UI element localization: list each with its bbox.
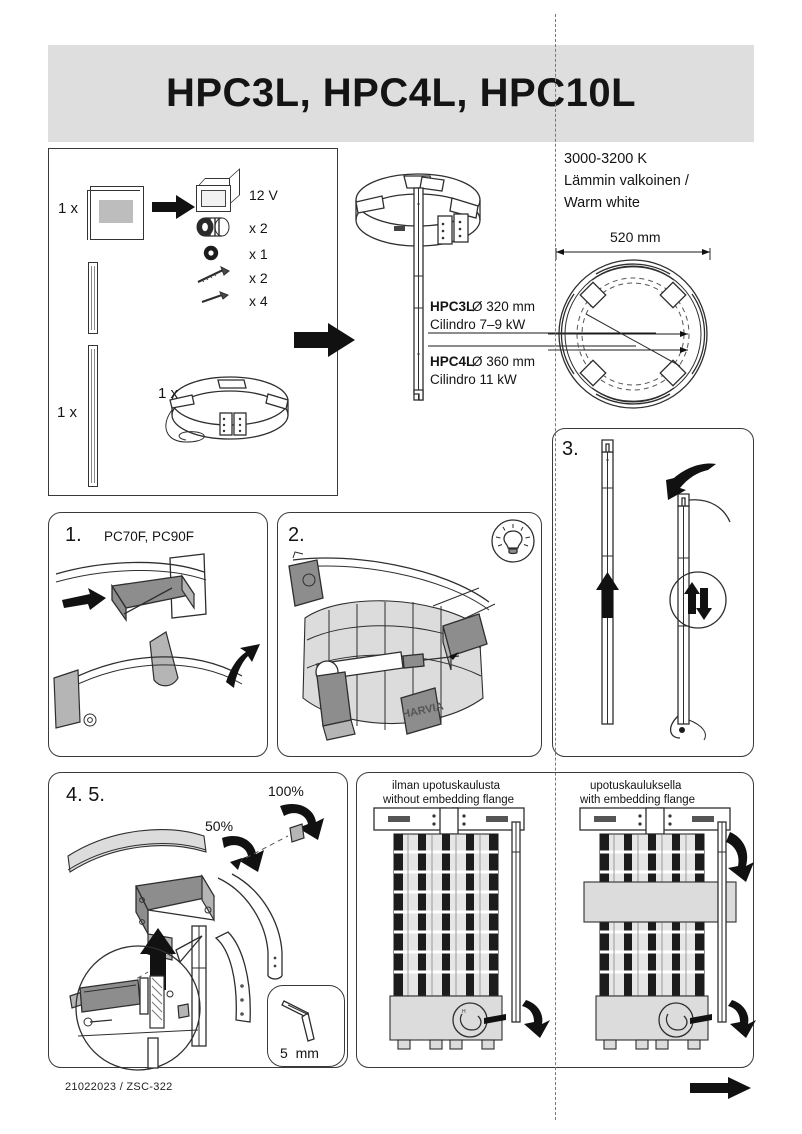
step-3-number: 3. (562, 438, 579, 460)
mounting-ring-parts-icon (165, 376, 289, 443)
step-1-number: 1. (65, 524, 82, 546)
led-strip-upper-icon (88, 262, 98, 334)
grommet-icon (203, 245, 219, 261)
heater-section-without-flange: H (373, 807, 550, 1050)
manual-qty-label: 1 x (58, 200, 79, 217)
ring-qty-label: 1 x (158, 385, 179, 402)
transformer-icon (196, 168, 241, 212)
section-divider (555, 14, 556, 1120)
led-strip-lower-icon (88, 345, 98, 487)
hex-key-size-label: 5 mm (280, 1045, 319, 1061)
document-code: 21022023 / ZSC-322 (65, 1081, 173, 1093)
step-3-panel (552, 428, 754, 757)
step-1-illustration (53, 553, 260, 729)
step-1-panel (48, 512, 268, 757)
model-hpc3l-diameter: Ø 320 mm (472, 299, 536, 314)
short-screw-icon (201, 291, 229, 303)
model-hpc4l-cylinder: Cilindro 11 kW (430, 372, 517, 387)
parts-flow-arrow-icon (152, 195, 195, 219)
step-1-caption: PC70F, PC90F (104, 529, 195, 544)
cable-gland-qty-label: x 2 (249, 220, 268, 236)
led-strip-qty-label: 1 x (57, 404, 78, 421)
section-right-title-en: with embedding flange (580, 794, 696, 806)
hex-key-icon (281, 1000, 315, 1042)
assembly-flow-arrow-icon (294, 323, 355, 357)
short-screw-qty-label: x 4 (249, 293, 268, 309)
grommet-qty-label: x 1 (249, 246, 268, 262)
model-hpc3l-name: HPC3L (430, 299, 475, 314)
right-arrow-icon (690, 1077, 751, 1099)
step-2-number: 2. (288, 524, 305, 546)
torque-half-label: 50% (205, 818, 234, 834)
color-name-en-label: Warm white (564, 195, 640, 211)
color-name-fi-label: Lämmin valkoinen / (564, 173, 689, 189)
outer-width-label: 520 mm (610, 229, 661, 245)
svg-text:H: H (462, 1009, 466, 1015)
spec-leader-lines (428, 332, 656, 347)
model-hpc4l-name: HPC4L (430, 354, 475, 369)
step-45-illustration (67, 803, 324, 1071)
torque-full-label: 100% (268, 783, 304, 799)
header-band: HPC3L, HPC4L, HPC10L (48, 45, 754, 142)
cable-gland-icon (196, 217, 230, 237)
model-hpc4l-diameter: Ø 360 mm (472, 354, 536, 369)
section-right-title-fi: upotuskauluksella (590, 780, 682, 792)
section-left-title-en: without embedding flange (383, 794, 515, 806)
section-left-title-fi: ilman upotuskaulusta (392, 780, 501, 792)
color-temperature-label: 3000-3200 K (564, 151, 648, 167)
transformer-voltage-label: 12 V (249, 187, 278, 203)
step-3-illustration (596, 439, 731, 741)
manual-booklet-icon (87, 186, 144, 240)
assembled-ring-diagram (355, 173, 481, 401)
long-screw-icon (197, 265, 230, 283)
page-title: HPC3L, HPC4L, HPC10L (165, 71, 637, 115)
step-45-number: 4. 5. (66, 784, 105, 806)
long-screw-qty-label: x 2 (249, 270, 268, 286)
step-2-illustration: HARVIA (288, 551, 496, 741)
heater-section-with-flange (579, 807, 756, 1050)
model-hpc3l-cylinder: Cilindro 7–9 kW (430, 317, 526, 332)
ring-top-view-diagram (548, 248, 711, 409)
lightbulb-icon (491, 519, 535, 563)
